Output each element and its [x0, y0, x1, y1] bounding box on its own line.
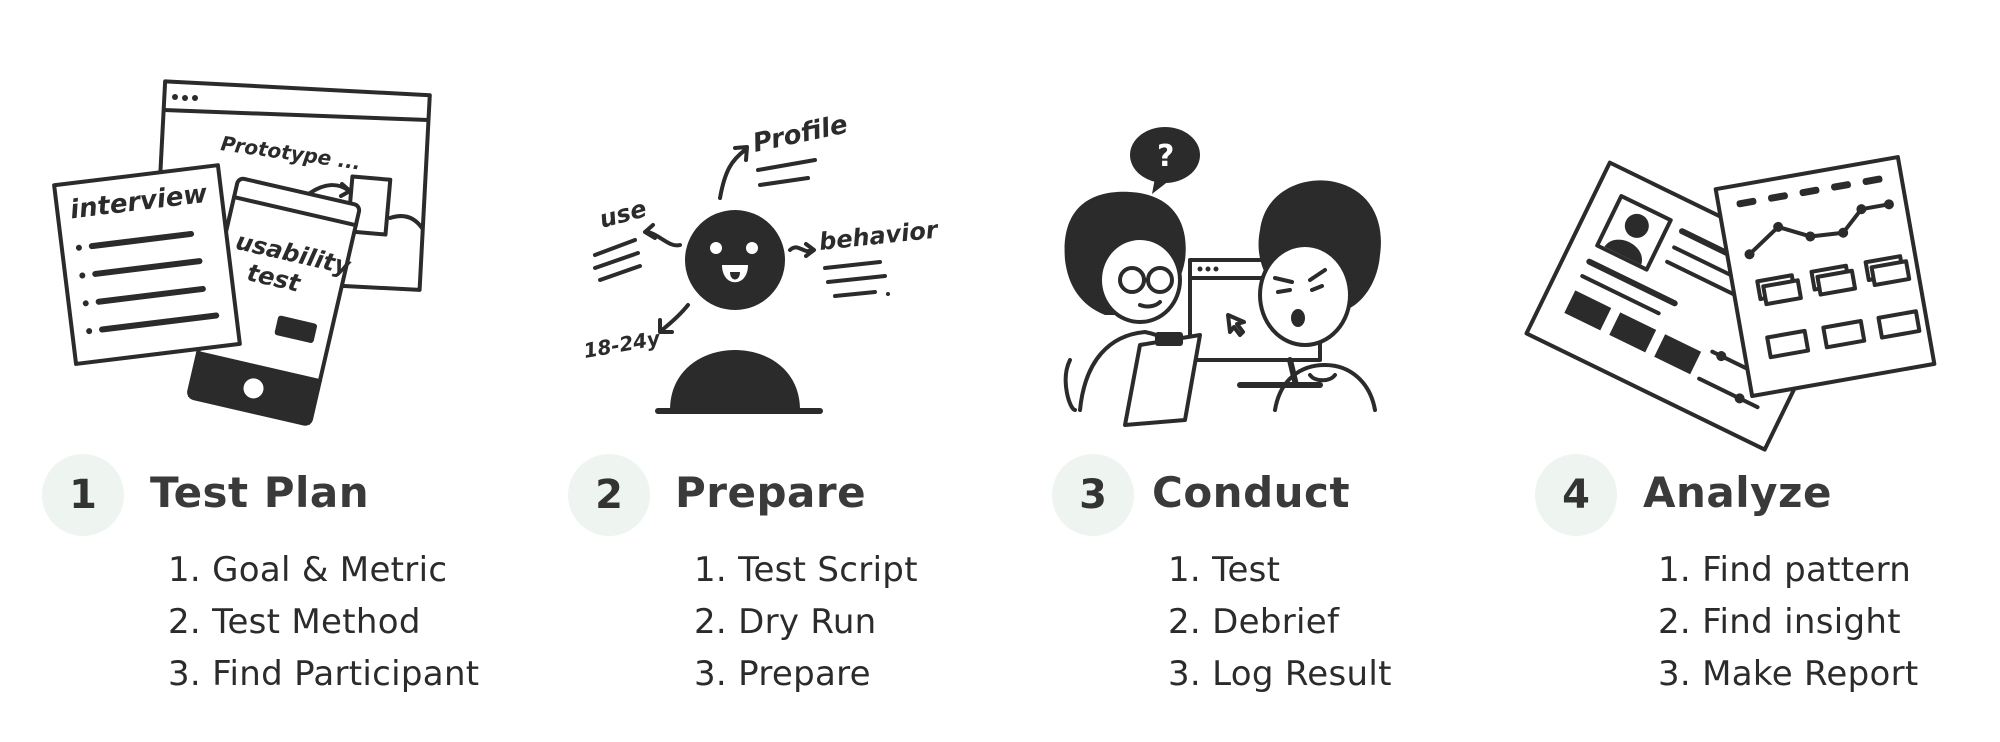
step-title: Conduct: [1152, 468, 1351, 517]
report-charts-icon: [1535, 140, 1935, 440]
list-item: 2. Dry Run: [694, 602, 877, 642]
step-number-badge: 3: [1052, 454, 1134, 536]
list-item: 1. Test Script: [694, 550, 918, 590]
step-title: Prepare: [675, 468, 867, 517]
step-items-list: 1. Test Script 2. Dry Run 3. Prepare: [694, 544, 918, 700]
step-items-list: 1. Test 2. Debrief 3. Log Result: [1168, 544, 1392, 700]
profile-label: Profile: [750, 110, 850, 159]
step-number-badge: 4: [1535, 454, 1617, 536]
step-number-badge: 1: [42, 454, 124, 536]
persona-profile-icon: Profile use behavior 18-24y: [582, 110, 941, 420]
step-number-badge: 2: [568, 454, 650, 536]
step-items-list: 1. Find pattern 2. Find insight 3. Make …: [1658, 544, 1919, 700]
behavior-label: behavior: [818, 215, 941, 256]
list-item: 1. Goal & Metric: [168, 550, 448, 590]
step-items-list: 1. Goal & Metric 2. Test Method 3. Find …: [168, 544, 479, 700]
list-item: 2. Find insight: [1658, 602, 1901, 642]
list-item: 1. Find pattern: [1658, 550, 1912, 590]
list-item: 3. Prepare: [694, 654, 871, 694]
list-item: 2. Debrief: [1168, 602, 1340, 642]
list-item: 3. Make Report: [1658, 654, 1919, 694]
documents-phone-icon: Prototype ... usability test interview: [60, 78, 440, 418]
question-mark: ?: [1157, 139, 1174, 174]
list-item: 2. Test Method: [168, 602, 421, 642]
list-item: 1. Test: [1168, 550, 1281, 590]
usability-session-icon: ?: [1060, 127, 1381, 430]
use-label: use: [596, 194, 649, 233]
age-label: 18-24y: [582, 326, 663, 363]
step-title: Analyze: [1643, 468, 1832, 517]
step-title: Test Plan: [150, 468, 370, 517]
list-item: 3. Log Result: [1168, 654, 1392, 694]
list-item: 3. Find Participant: [168, 654, 480, 694]
